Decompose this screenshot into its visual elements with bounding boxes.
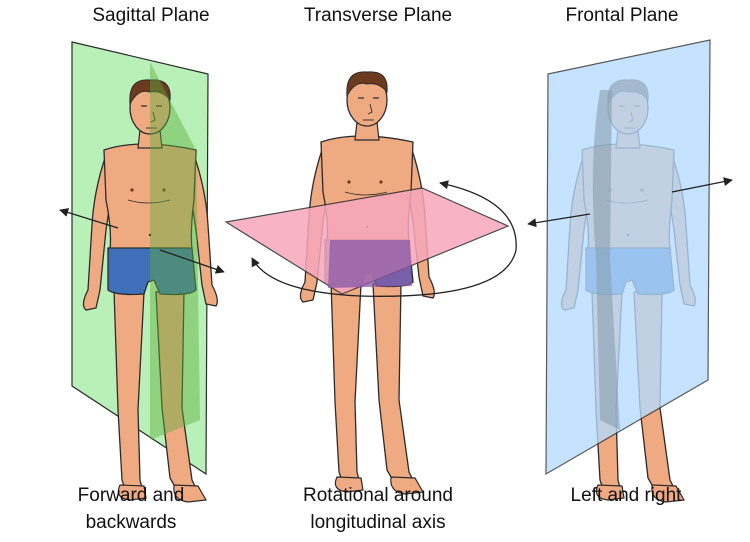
transverse-caption-line1: Rotational around <box>303 485 453 506</box>
sagittal-title: Sagittal Plane <box>92 5 210 26</box>
transverse-panel <box>224 71 517 495</box>
sagittal-caption-line2: backwards <box>85 512 177 533</box>
sagittal-caption-line1: Forward and <box>77 485 185 506</box>
frontal-caption-line1: Left and right <box>570 485 682 506</box>
transverse-caption-line2: longitudinal axis <box>310 512 446 533</box>
sagittal-caption: Forward and backwards <box>11 482 251 536</box>
transverse-title: Transverse Plane <box>303 5 453 26</box>
rotation-arrow <box>251 180 517 297</box>
frontal-title: Frontal Plane <box>565 5 679 26</box>
sagittal-panel <box>59 41 225 503</box>
transverse-caption: Rotational around longitudinal axis <box>258 482 498 536</box>
frontal-panel <box>527 39 733 503</box>
frontal-caption: Left and right <box>506 482 746 509</box>
sagittal-plane-overlay <box>150 62 200 440</box>
right-arrow <box>671 177 733 193</box>
frontal-plane <box>545 39 711 476</box>
left-arrow <box>527 213 591 228</box>
forward-arrow <box>159 249 225 274</box>
backward-arrow <box>59 208 119 229</box>
